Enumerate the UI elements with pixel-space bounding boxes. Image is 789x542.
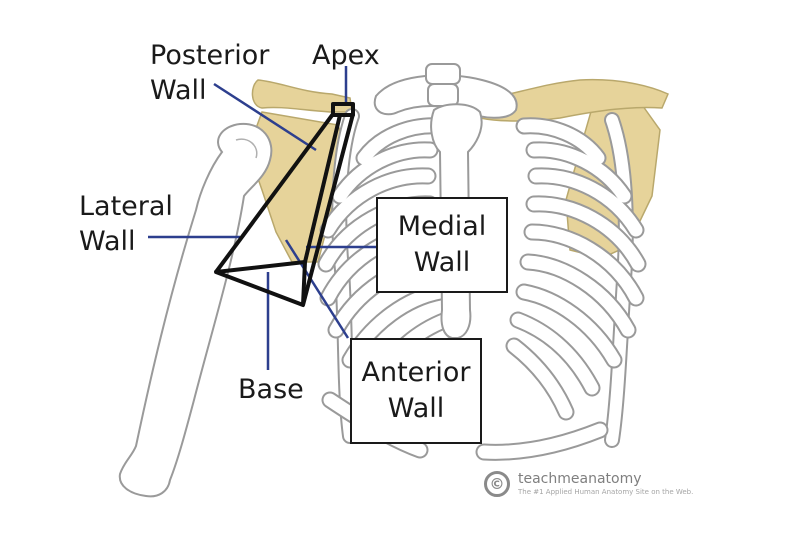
medial-wall-label-line2: Wall (413, 247, 471, 278)
apex-label-text: Apex (312, 40, 380, 71)
anterior-wall-pointer (284, 239, 350, 339)
watermark-text: teachmeanatomy The #1 Applied Human Anat… (518, 471, 693, 497)
axilla-edge-anterior (301, 113, 355, 306)
posterior-wall-pointer (213, 82, 317, 152)
humerus-head-detail (235, 138, 258, 159)
lateral-wall-label: Lateral Wall (79, 189, 173, 259)
axilla-base-triangle (214, 260, 307, 307)
lateral-wall-label-line2: Wall (79, 226, 136, 257)
anterior-wall-label-line2: Wall (387, 393, 445, 424)
lateral-wall-label-line1: Lateral (79, 191, 173, 222)
base-label: Base (238, 372, 304, 407)
posterior-wall-label-line2: Wall (150, 75, 207, 106)
watermark-name: teachmeanatomy (518, 471, 642, 487)
axilla-edge-lateral (214, 112, 335, 274)
apex-label: Apex (312, 38, 380, 73)
medial-wall-label-line1: Medial (397, 211, 487, 242)
axilla-pyramid (214, 102, 355, 307)
watermark-tagline: The #1 Applied Human Anatomy Site on the… (518, 488, 694, 496)
copyright-icon: © (484, 471, 510, 497)
anterior-wall-label-line1: Anterior (361, 357, 471, 388)
humerus (118, 122, 273, 498)
posterior-wall-label-line1: Posterior (150, 40, 270, 71)
anterior-wall-box: Anterior Wall (350, 338, 482, 444)
axilla-apex-square (331, 102, 355, 117)
posterior-wall-label: Posterior Wall (150, 38, 269, 108)
base-label-text: Base (238, 374, 304, 405)
axilla-edge-posterior (303, 114, 342, 263)
left-clavicle (251, 79, 353, 113)
medial-wall-box: Medial Wall (376, 197, 508, 293)
teachmeanatomy-watermark: © teachmeanatomy The #1 Applied Human An… (484, 471, 693, 497)
first-rib-and-vertebra (373, 63, 518, 119)
